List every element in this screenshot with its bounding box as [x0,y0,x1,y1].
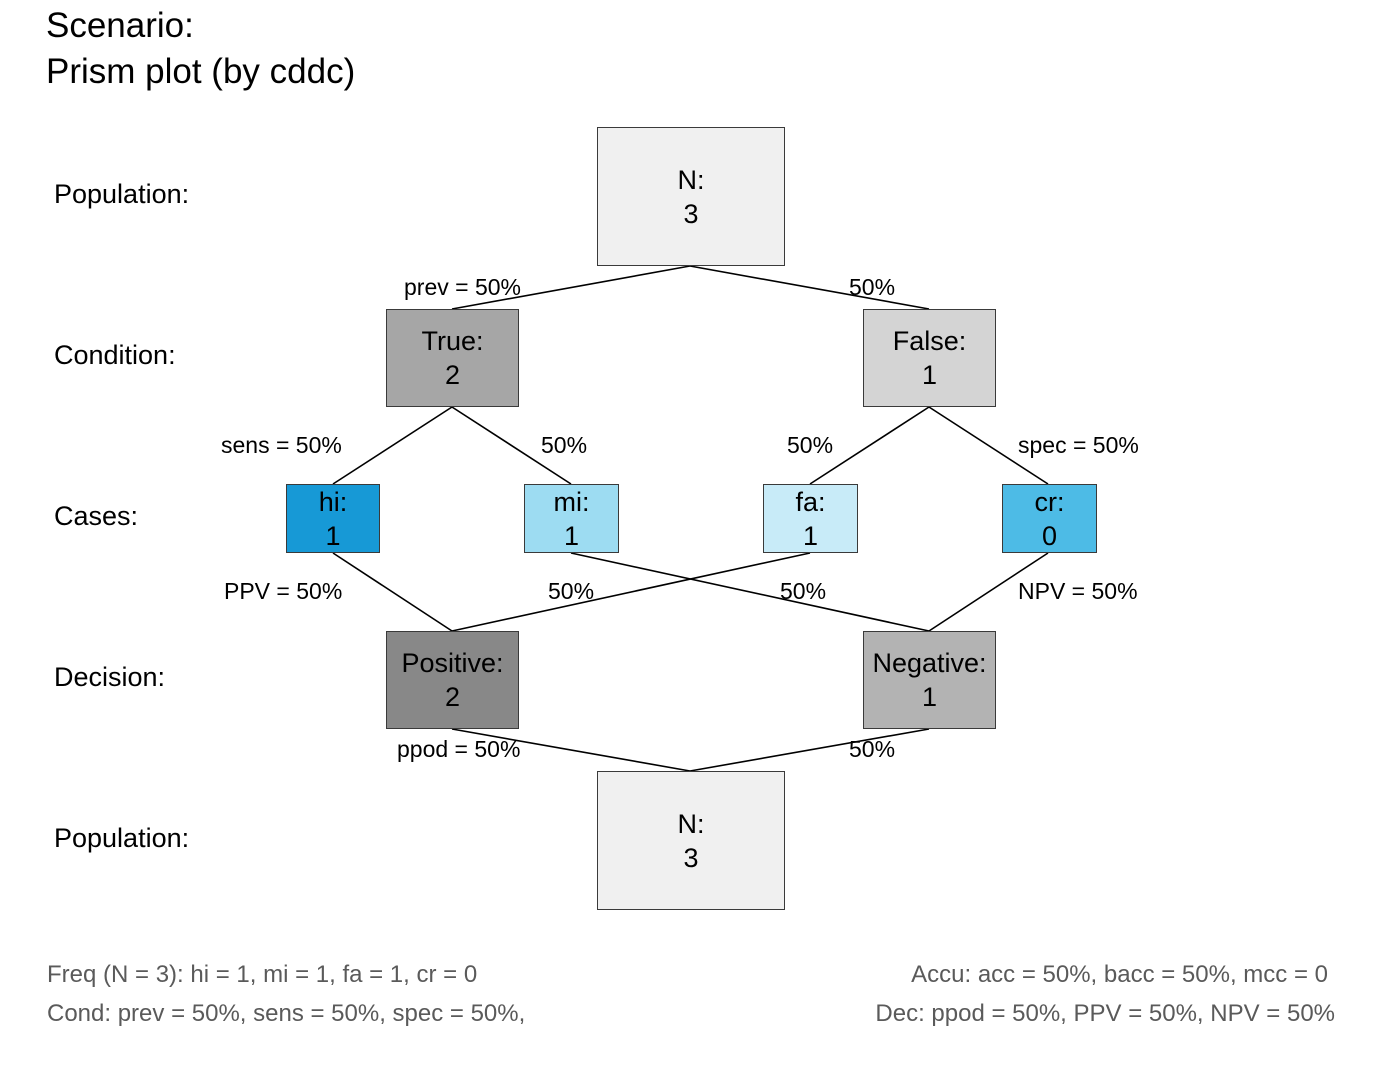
node-value: 1 [325,520,341,551]
node-label: Positive: [401,648,504,678]
edge-n-to-true [451,265,691,310]
node-case-cr: cr: 0 [1002,484,1097,553]
edge-label-ppv: PPV = 50% [224,578,343,604]
edge-n-to-false [689,265,930,310]
edge-cr-to-neg [928,552,1049,632]
footer-cond: Cond: prev = 50%, sens = 50%, spec = 50%… [47,1000,526,1027]
edge-label-ppod: ppod = 50% [397,736,521,762]
node-label: cr: [1034,486,1065,517]
edge-label-fa-to-pos: 50% [548,578,595,604]
node-label: N: [677,808,705,839]
edge-false-to-fa [809,406,930,485]
node-value: 0 [1041,520,1058,551]
row-label-decision: Decision: [54,662,166,692]
row-label-condition: Condition: [54,340,176,370]
footer-dec: Dec: ppod = 50%, PPV = 50%, NPV = 50% [875,1000,1335,1027]
footer-freq: Freq (N = 3): hi = 1, mi = 1, fa = 1, cr… [47,961,478,988]
edge-true-to-mi [451,406,572,485]
edge-label-spec: spec = 50% [1018,432,1139,458]
node-label: hi: [318,486,348,517]
node-value: 1 [563,520,580,551]
node-label: mi: [553,486,590,517]
row-label-population-top: Population: [54,179,190,209]
node-decision-negative: Negative: 1 [863,631,996,729]
edge-label-mi-share: 50% [541,432,588,458]
footer-accu: Accu: acc = 50%, bacc = 50%, mcc = 0 [911,961,1328,988]
node-value: 1 [802,520,819,551]
edge-hi-to-pos [332,552,453,632]
row-label-population-bottom: Population: [54,823,190,853]
node-case-mi: mi: 1 [524,484,619,553]
edge-neg-to-n [689,728,930,772]
node-value: 2 [444,682,461,712]
node-value: 1 [921,360,938,390]
node-value: 1 [921,682,938,712]
edge-label-mi-to-neg: 50% [780,578,827,604]
node-value: 3 [683,842,699,873]
edge-label-sens: sens = 50% [221,432,342,458]
edge-label-npv: NPV = 50% [1018,578,1138,604]
edge-label-false-share: 50% [849,274,896,300]
node-population-top: N: 3 [597,127,785,266]
edge-true-to-hi [332,406,453,485]
node-label: fa: [795,486,826,517]
edge-label-neg-share: 50% [849,736,896,762]
node-value: 3 [683,198,699,229]
node-label: False: [892,326,967,356]
edge-fa-to-pos [451,552,811,632]
node-case-fa: fa: 1 [763,484,858,553]
node-label: True: [421,326,484,356]
edge-label-prev: prev = 50% [404,274,521,300]
node-condition-true: True: 2 [386,309,519,407]
node-value: 2 [444,360,461,390]
edge-false-to-cr [928,406,1049,485]
node-population-bottom: N: 3 [597,771,785,910]
edge-pos-to-n [451,728,691,772]
row-label-cases: Cases: [54,501,139,531]
diagram-title-line1: Scenario: [46,6,194,45]
node-label: Negative: [872,648,987,678]
edge-label-fa-share: 50% [787,432,834,458]
node-label: N: [677,164,705,195]
node-condition-false: False: 1 [863,309,996,407]
node-decision-positive: Positive: 2 [386,631,519,729]
node-case-hi: hi: 1 [286,484,380,553]
edge-mi-to-neg [570,552,930,632]
diagram-title-line2: Prism plot (by cddc) [46,52,356,91]
